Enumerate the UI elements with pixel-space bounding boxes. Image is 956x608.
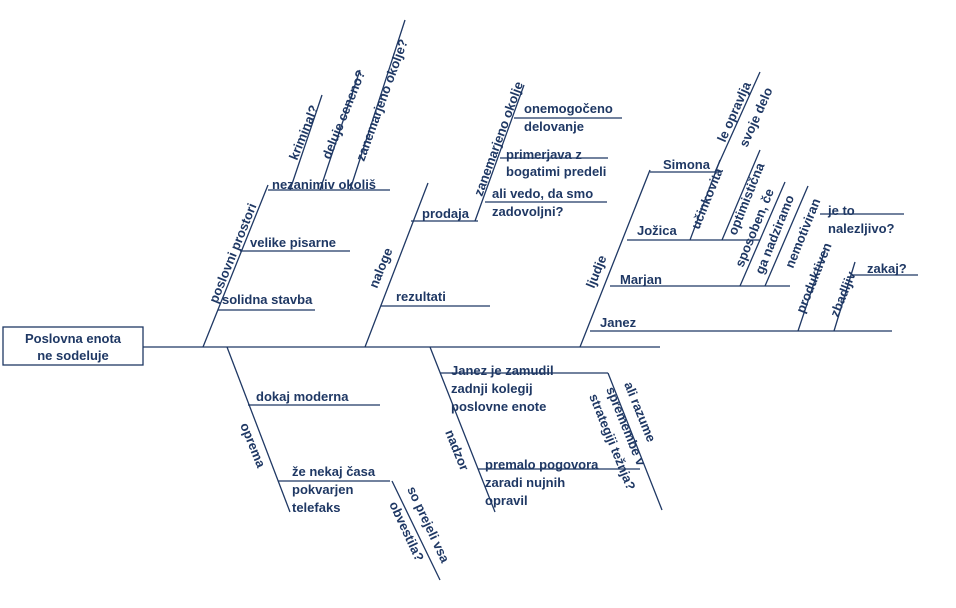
sub-line-okolje <box>349 19 406 191</box>
cause-pogovora-2: zaradi nujnih <box>485 475 565 490</box>
cause-kolegij-2: zadnji kolegij <box>451 381 533 396</box>
sub-vedo-2: zadovoljni? <box>492 204 564 219</box>
bone-oprema <box>226 346 291 513</box>
sub-kriminal: kriminal? <box>286 103 322 162</box>
cause-pogovora-1: premalo pogovora <box>485 457 599 472</box>
sub-line-ceneno <box>319 69 361 191</box>
sub-line-ucinkovita <box>689 159 721 241</box>
bone-prostori <box>202 184 269 348</box>
label-nadzor: nadzor <box>442 428 472 473</box>
sub-line-opravlja <box>714 71 761 173</box>
label-naloge: naloge <box>366 246 396 290</box>
sub-onemogoceno-1: onemogočeno <box>524 101 613 116</box>
cause-jozica: Jožica <box>637 223 678 238</box>
label-ljudje: ljudje <box>583 253 610 290</box>
sub-primerjava-2: bogatimi predeli <box>506 164 606 179</box>
cause-pisarne: velike pisarne <box>250 235 336 250</box>
effect-line-2: ne sodeluje <box>37 348 109 363</box>
effect-box <box>2 326 144 366</box>
cause-telefaks-3: telefaks <box>292 500 340 515</box>
sub-zbadljiv: zbadljiv <box>827 269 859 320</box>
bone-nadzor <box>429 346 496 513</box>
cause-pogovora-3: opravil <box>485 493 528 508</box>
bone-naloge <box>364 182 429 348</box>
bone-ljudje <box>579 169 651 348</box>
label-prostori: poslovni prostori <box>206 201 260 305</box>
sub-primerjava-1: primerjava z <box>506 147 582 162</box>
cause-rezultati: rezultati <box>396 289 446 304</box>
sub-line-optimisticna <box>721 149 761 241</box>
sub-line-produktiven <box>797 249 826 332</box>
cause-kolegij-1: Janez je zamudil <box>451 363 554 378</box>
cause-simona: Simona <box>663 157 711 172</box>
cause-telefaks-2: pokvarjen <box>292 482 353 497</box>
cause-telefaks-1: že nekaj časa <box>292 464 376 479</box>
cause-janez: Janez <box>600 315 637 330</box>
sub-okolje: zanemarjeno okolje? <box>353 37 411 163</box>
sub-zanemarjeno: zanemarjeno okolje <box>471 80 526 199</box>
sub-zakaj: zakaj? <box>867 261 907 276</box>
sub-line-prejeli <box>391 480 441 581</box>
cause-stavba: solidna stavba <box>222 292 313 307</box>
sub-line-nemotiviran <box>764 185 809 287</box>
sub-line-zbadljiv <box>833 261 856 332</box>
sub-nalezljivo-1: je to <box>827 203 855 218</box>
sub-vedo-1: ali vedo, da smo <box>492 186 593 201</box>
sub-onemogoceno-2: delovanje <box>524 119 584 134</box>
cause-prodaja: prodaja <box>422 206 470 221</box>
effect-line-1: Poslovna enota <box>25 331 122 346</box>
sub-line-sposoben <box>739 181 786 287</box>
sub-ucinkovita: učinkovita <box>688 165 726 231</box>
sub-line-razume <box>607 372 663 511</box>
sub-line-kriminal <box>289 94 323 191</box>
cause-moderna: dokaj moderna <box>256 389 349 404</box>
cause-kolegij-3: poslovne enote <box>451 399 546 414</box>
cause-marjan: Marjan <box>620 272 662 287</box>
sub-line-zanemarjeno <box>474 84 525 222</box>
sub-nalezljivo-2: nalezljivo? <box>828 221 895 236</box>
